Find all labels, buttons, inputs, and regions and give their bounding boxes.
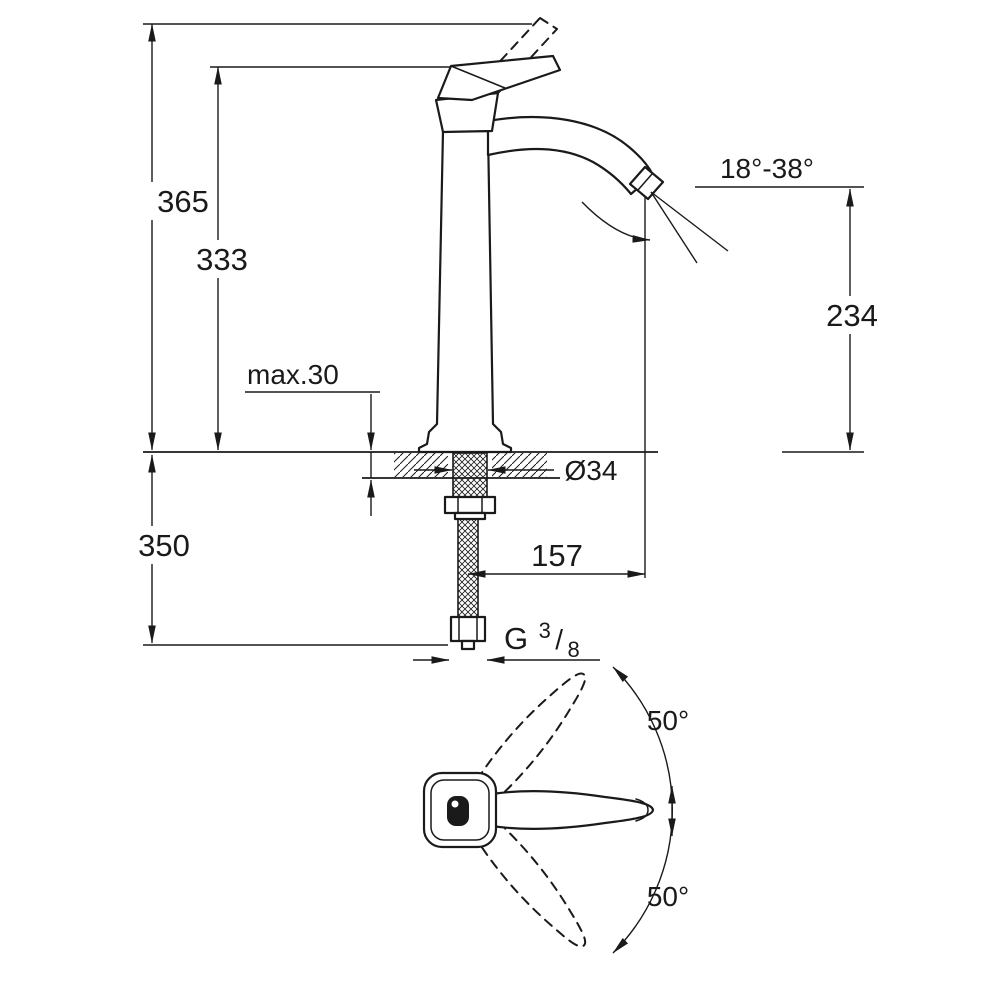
label-333-box (190, 240, 254, 278)
dim-below-deck-length: 350 (138, 528, 190, 563)
dim-spout-angle-range: 18°-38° (720, 153, 814, 184)
dim-height-to-handle: 333 (196, 242, 248, 277)
label-333: 333 (190, 240, 254, 278)
handle-escutcheon-inner (430, 779, 490, 841)
swivel-annotation: 50° 50° (612, 666, 689, 954)
label-234: 234 (820, 296, 884, 334)
thread-slash: / (555, 624, 563, 655)
thread-denominator: 8 (568, 637, 580, 662)
dim-thread-g38: G 3 / 8 (504, 618, 580, 662)
label-234-box (820, 296, 884, 334)
washer (453, 511, 487, 521)
handle-dashed-upper-outline (476, 672, 587, 799)
aerator (628, 165, 665, 201)
tilt-arrow (581, 201, 651, 243)
hose-nut-g38 (449, 615, 487, 643)
handle-lever-top (490, 790, 655, 830)
handle-lever (436, 54, 562, 102)
dim-max-mounting-thickness: max.30 (247, 359, 339, 390)
angle-leg-shallow (650, 191, 729, 252)
flexible-hose (457, 518, 479, 618)
handle-dashed-lower (476, 821, 587, 948)
handle-dashed-lower-outline (476, 821, 587, 948)
side-view: 365 333 350 234 157 Ø34 max.30 18°-38° G… (132, 17, 884, 664)
thread-numerator: 3 (539, 618, 551, 643)
angle-leg-steep (650, 191, 698, 264)
dim-base-diameter: Ø34 (565, 455, 618, 486)
handle-swivel-dashed (476, 672, 587, 948)
handle-lever-seam (450, 65, 506, 89)
label-365: 365 (151, 182, 215, 220)
mounting-nut (443, 495, 497, 515)
spout-angle-annotation (581, 191, 729, 264)
handle-dashed-upper (476, 672, 587, 799)
thread-letter: G (504, 621, 528, 656)
handle-hub-highlight (451, 800, 459, 808)
dim-overall-height: 365 (157, 184, 209, 219)
deck-hatch-left (394, 453, 448, 477)
label-350: 350 (132, 526, 196, 564)
mounting-deck (143, 451, 658, 479)
mounting-nut-facets (457, 496, 483, 514)
aerator-seam (637, 173, 653, 191)
extension-lines (143, 23, 864, 646)
handle-lever-tip-seam (635, 798, 649, 822)
hose-nut-facets (458, 616, 478, 642)
label-350-box (132, 526, 196, 564)
dim-swivel-upper: 50° (647, 705, 689, 736)
dim-swivel-lower: 50° (647, 881, 689, 912)
deck-hatch-right (492, 453, 547, 477)
spout (486, 116, 655, 196)
faucet-outline (417, 17, 665, 454)
handle-top-view-solid (422, 771, 655, 849)
faucet-body (417, 129, 513, 454)
dim-spout-outlet-height: 234 (826, 298, 878, 333)
dimension-labels: 365 333 350 234 157 Ø34 max.30 18°-38° G… (132, 153, 884, 662)
threaded-shank (452, 452, 488, 498)
handle-hub (447, 796, 469, 826)
hose-stub (460, 639, 476, 651)
label-365-box (151, 182, 215, 220)
top-view-handle: 50° 50° (422, 666, 689, 954)
dim-spout-projection: 157 (531, 538, 583, 573)
supply-hose-assembly (443, 452, 497, 651)
